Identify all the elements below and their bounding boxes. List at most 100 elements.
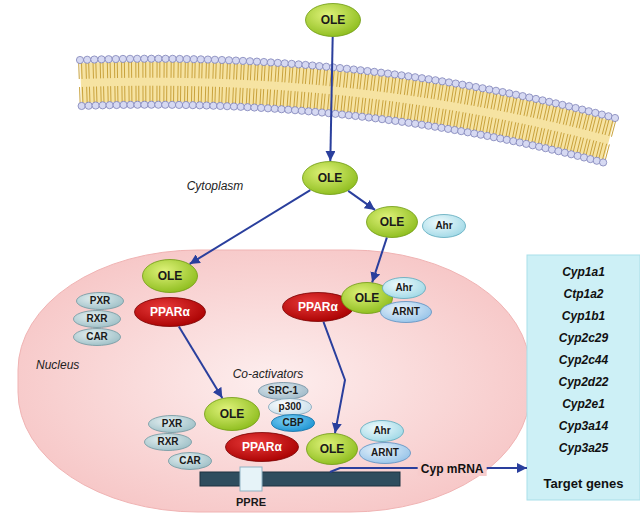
ellipse-shape: [135, 298, 206, 327]
lipid-head: [412, 74, 419, 81]
lipid-head: [155, 55, 162, 62]
lipid-head: [371, 68, 378, 75]
lipid-head: [134, 101, 141, 108]
lipid-head: [418, 121, 425, 128]
lipid-head: [559, 101, 566, 108]
text-group: PPARα: [225, 432, 299, 462]
ellipse-shape: [74, 311, 121, 328]
coactivator-ellipse: p300: [268, 398, 312, 416]
nuclear-receptor-ellipse: RXR: [73, 310, 121, 328]
node-label: PPARα: [242, 441, 282, 453]
gene-name: Cyp2c44: [527, 349, 640, 371]
lipid-head: [267, 59, 274, 66]
lipid-head: [359, 113, 366, 120]
lipid-head: [445, 79, 452, 86]
lipid-head: [451, 126, 458, 133]
node-label: PPARα: [150, 306, 190, 318]
ellipse-shape: [367, 207, 418, 238]
lipid-head: [316, 63, 323, 70]
lipid-head: [295, 61, 302, 68]
nuclear-receptor-ellipse: PXR: [148, 415, 196, 433]
lipid-head: [439, 78, 446, 85]
lipid-head: [176, 55, 183, 62]
lipid-head: [113, 101, 120, 108]
lipid-head: [203, 102, 210, 109]
node-label: OLE: [380, 216, 405, 228]
ligand-ellipse: OLE: [142, 259, 198, 293]
node-label: CAR: [86, 332, 108, 342]
target-genes-panel: Cyp1a1Ctp1a2Cyp1b1Cyp2c29Cyp2c44Cyp2d22C…: [527, 255, 640, 500]
node-label: OLE: [320, 443, 345, 455]
lipid-head: [539, 97, 546, 104]
lipid-head: [246, 58, 253, 65]
lipid-head: [182, 101, 189, 108]
lipid-head: [281, 60, 288, 67]
lipid-head: [183, 55, 190, 62]
node-label: RXR: [157, 437, 178, 447]
lipid-head: [318, 109, 325, 116]
lipid-head: [548, 146, 555, 153]
dna-bar: [200, 472, 400, 486]
lipid-head: [91, 56, 98, 63]
lipid-head: [445, 125, 452, 132]
lipid-head: [332, 110, 339, 117]
lipid-head: [398, 72, 405, 79]
ellipse-shape: [360, 443, 411, 464]
edge-label: Cyp mRNA: [418, 462, 487, 476]
text-group: OLE: [302, 161, 358, 195]
lipid-head: [471, 130, 478, 137]
lipid-head: [499, 88, 506, 95]
lipid-head: [343, 65, 350, 72]
text-group: CAR: [168, 452, 212, 470]
ellipse-shape: [145, 434, 192, 451]
lipid-head: [357, 67, 364, 74]
ellipse-shape: [306, 4, 361, 37]
node-label: OLE: [318, 172, 343, 184]
ellipse-shape: [272, 415, 315, 432]
lipid-head: [196, 102, 203, 109]
lipid-head: [497, 135, 504, 142]
lipid-head: [555, 148, 562, 155]
ellipse-shape: [381, 302, 432, 323]
lipid-head: [175, 101, 182, 108]
text-group: Cyp1a1Ctp1a2Cyp1b1Cyp2c29Cyp2c44Cyp2d22C…: [527, 261, 640, 495]
lipid-head: [486, 86, 493, 93]
lipid-head: [78, 102, 85, 109]
shape-outline: [200, 472, 400, 486]
gene-name: Cyp2d22: [527, 371, 640, 393]
lipid-head: [271, 105, 278, 112]
lipid-head: [126, 55, 133, 62]
lipid-head: [162, 101, 169, 108]
ellipse-shape: [226, 433, 299, 462]
lipid-head: [302, 61, 309, 68]
text-group: OLE: [204, 397, 260, 431]
node-label: OLE: [321, 14, 346, 26]
text-group: p300: [268, 398, 312, 416]
node-label: SRC-1: [268, 386, 298, 396]
lipid-head: [323, 63, 330, 70]
text-group: CBP: [271, 414, 315, 432]
text-group: RXR: [73, 310, 121, 328]
lipid-head: [385, 116, 392, 123]
gene-name: Cyp3a14: [527, 415, 640, 437]
lipid-head: [352, 112, 359, 119]
edge-label-holder: Cyp mRNA: [418, 459, 487, 477]
nuclear-receptor-ellipse: CAR: [73, 328, 121, 346]
lipid-head: [510, 138, 517, 145]
ellipse-shape: [169, 453, 212, 470]
lipid-head: [345, 112, 352, 119]
text-group: PPARα: [134, 297, 206, 327]
lipid-head: [230, 103, 237, 110]
ellipse-shape: [307, 434, 358, 465]
lipid-head: [431, 123, 438, 130]
node-label: Ahr: [395, 283, 412, 293]
lipid-head: [565, 103, 572, 110]
text-group: OLE: [305, 3, 361, 37]
lipid-head: [526, 94, 533, 101]
lipid-head: [218, 56, 225, 63]
ppre-box: [240, 467, 262, 491]
lipid-head: [169, 101, 176, 108]
lipid-head: [516, 139, 523, 146]
ligand-ellipse: OLE: [366, 206, 418, 238]
